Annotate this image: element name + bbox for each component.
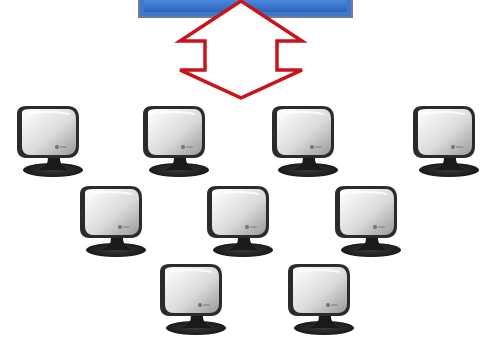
console-device-icon: [325, 180, 407, 262]
console-device-icon: [133, 100, 215, 182]
console-device-icon: [150, 258, 232, 340]
console-device-icon: [403, 100, 485, 182]
console-device-icon: [197, 180, 279, 262]
console-device-icon: [278, 258, 360, 340]
console-device-icon: [70, 180, 152, 262]
console-device-icon: [262, 100, 344, 182]
double-arrow-icon: [0, 0, 485, 110]
console-device-icon: [7, 100, 89, 182]
